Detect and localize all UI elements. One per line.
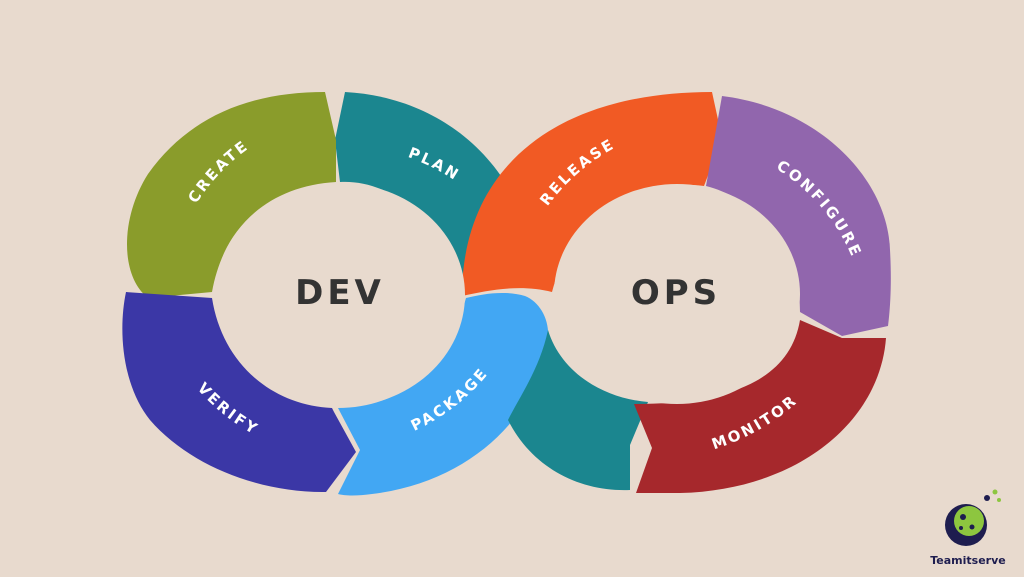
- release-segment: [462, 92, 722, 296]
- dev-center-label: DEV: [295, 273, 385, 313]
- monitor-segment: [634, 320, 886, 493]
- teamitserve-logo: Teamitserve: [930, 489, 1006, 567]
- ops-center-label: OPS: [631, 273, 721, 313]
- configure-segment: [706, 96, 891, 336]
- package-segment: [338, 292, 549, 496]
- dev-loop: [122, 92, 549, 496]
- ops-center: [554, 184, 800, 404]
- create-segment: [127, 92, 336, 298]
- plan-segment: [335, 92, 511, 295]
- logo-text: Teamitserve: [930, 554, 1005, 567]
- ops-loop: [462, 92, 891, 493]
- verify-segment: [122, 292, 356, 493]
- dev-center: [215, 183, 465, 407]
- ops-return-segment: [508, 330, 648, 491]
